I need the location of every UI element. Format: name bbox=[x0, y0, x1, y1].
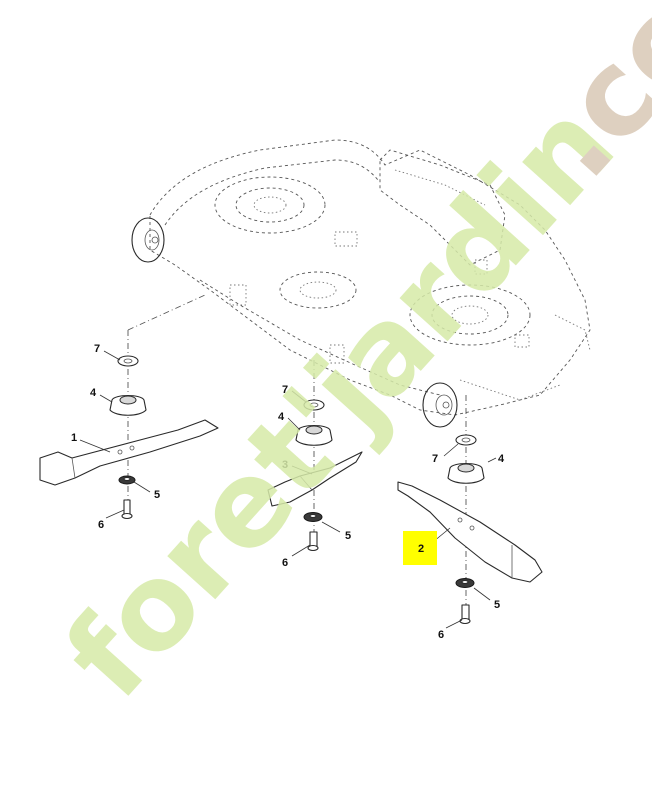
left-blade-stack bbox=[39, 355, 219, 520]
nut-5-left bbox=[118, 475, 136, 485]
blade-3 bbox=[267, 451, 363, 507]
callout-1: 1 bbox=[71, 432, 77, 444]
mower-deck bbox=[149, 139, 591, 416]
callout-2: 2 bbox=[418, 543, 424, 555]
callout-4-left: 4 bbox=[90, 387, 97, 399]
callout-7-mid: 7 bbox=[282, 384, 288, 396]
washer-7-right bbox=[455, 434, 477, 446]
hub-4-mid bbox=[295, 424, 333, 446]
nut-5-mid bbox=[303, 512, 323, 522]
callout-5-left: 5 bbox=[154, 489, 160, 501]
hub-4-left bbox=[109, 394, 147, 416]
highlight-box-part-2 bbox=[403, 531, 437, 565]
callout-labels: 7 4 1 5 6 7 4 3 5 6 7 4 2 5 6 bbox=[71, 343, 505, 641]
callout-4-mid: 4 bbox=[278, 411, 285, 423]
middle-blade-stack bbox=[267, 399, 363, 552]
blade-1 bbox=[39, 419, 219, 486]
nut-5-right bbox=[455, 578, 475, 588]
bolt-6-left bbox=[121, 499, 133, 520]
deck-wheel-right bbox=[422, 382, 458, 428]
callout-6-left: 6 bbox=[98, 519, 104, 531]
callout-4-right: 4 bbox=[498, 453, 505, 465]
callout-7-right: 7 bbox=[432, 453, 438, 465]
hub-4-right bbox=[447, 462, 485, 484]
bolt-6-mid bbox=[307, 531, 319, 552]
callout-7-left: 7 bbox=[94, 343, 100, 355]
leader-lines bbox=[79, 350, 497, 629]
washer-7-mid bbox=[303, 399, 325, 411]
callout-5-mid: 5 bbox=[345, 530, 351, 542]
callout-6-right: 6 bbox=[438, 629, 444, 641]
bolt-6-right bbox=[459, 604, 471, 625]
deck-wheel-left bbox=[131, 217, 165, 263]
washer-7-left bbox=[117, 355, 139, 367]
callout-5-right: 5 bbox=[494, 599, 500, 611]
blade-2 bbox=[397, 481, 543, 583]
callout-6-mid: 6 bbox=[282, 557, 288, 569]
right-blade-stack bbox=[397, 434, 543, 625]
callout-3: 3 bbox=[282, 459, 288, 471]
